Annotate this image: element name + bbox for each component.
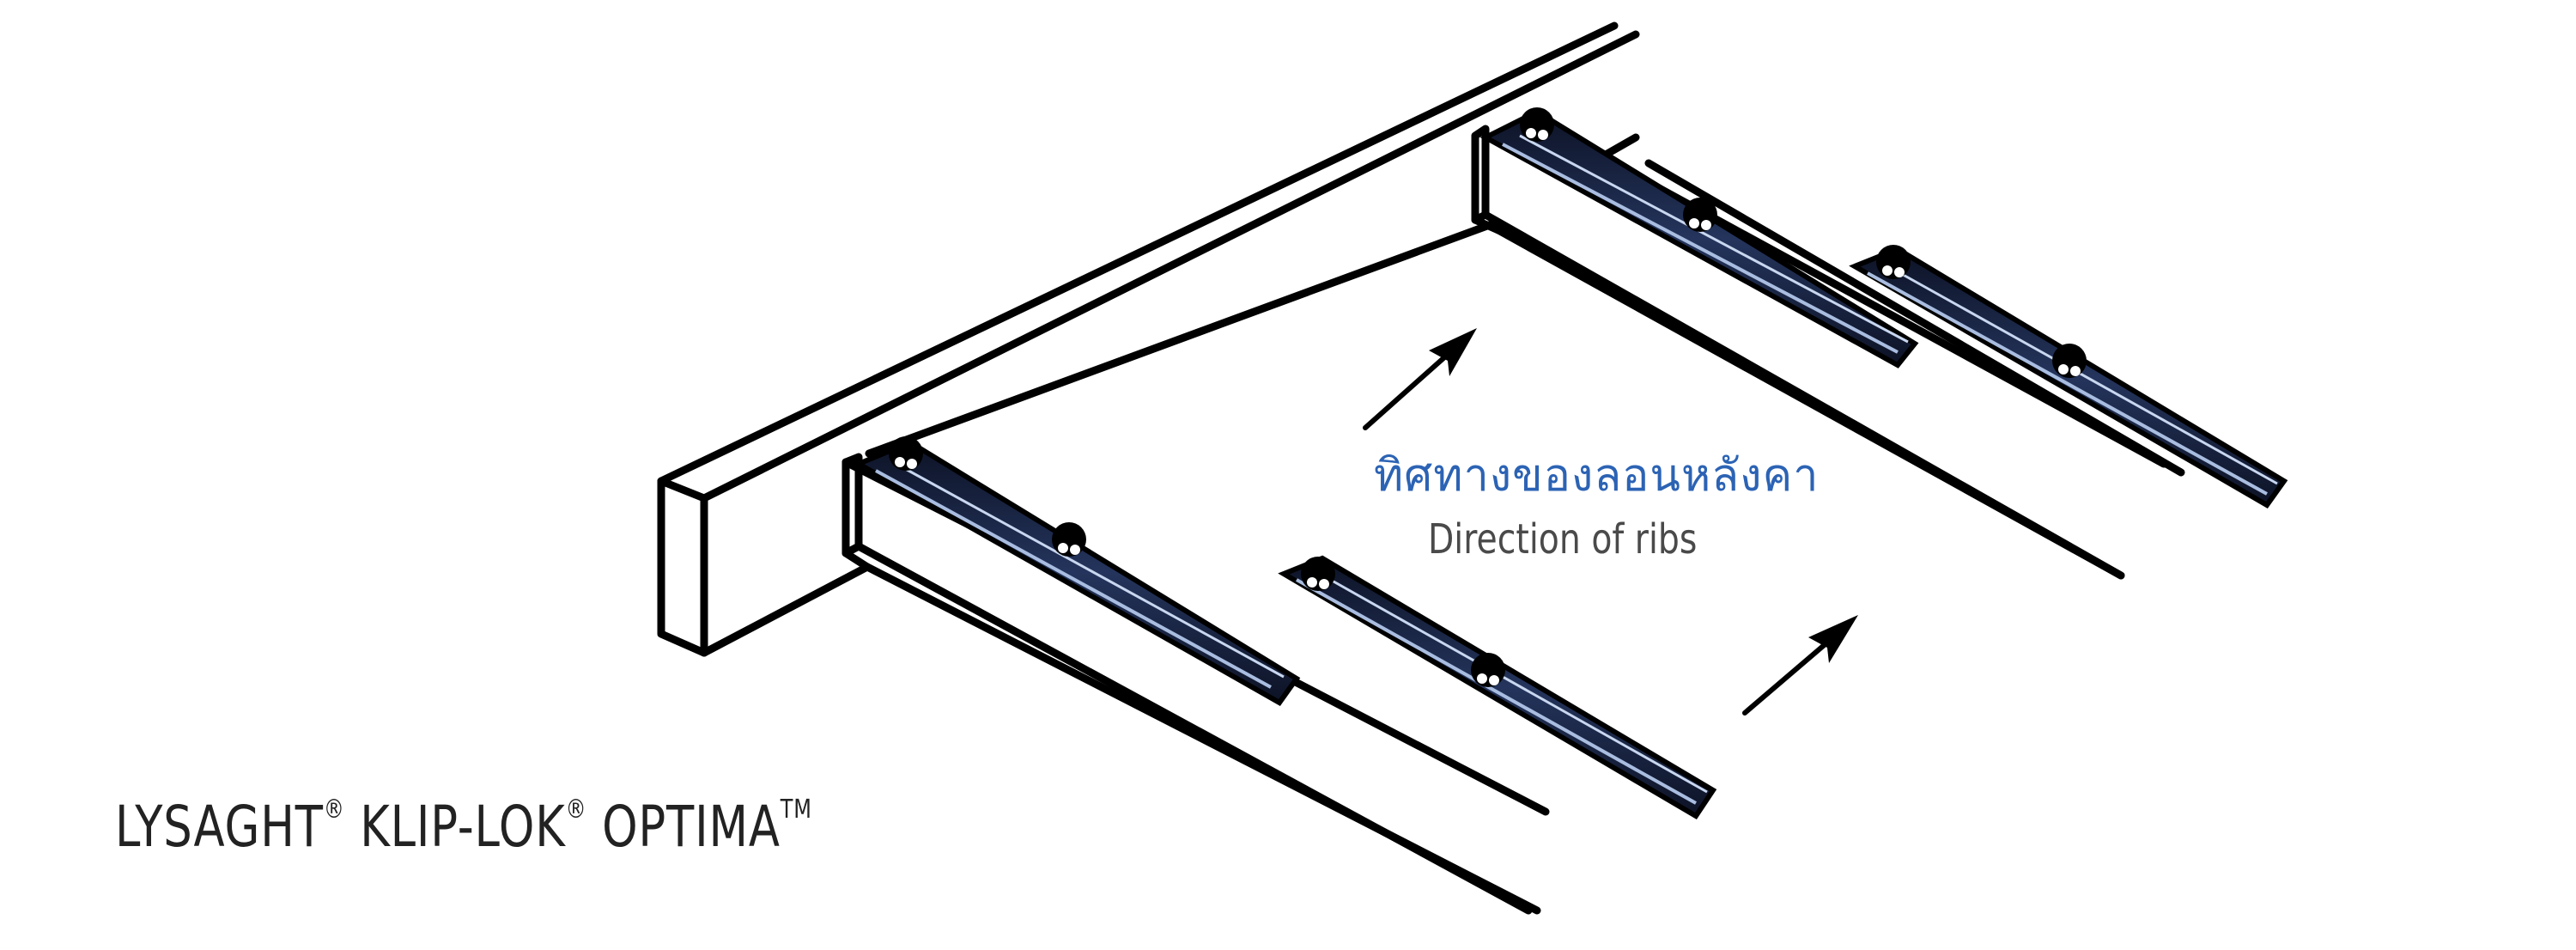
rib-direction-arrow-lower (1742, 615, 1858, 716)
trademark-icon: TM (780, 795, 812, 825)
sheet-middle (1278, 555, 1717, 820)
clip-icon (1520, 107, 1554, 142)
clip-icon (889, 436, 923, 471)
clip-icon (1876, 245, 1911, 279)
product-brand-label: LYSAGHT® KLIP-LOK® OPTIMATM (115, 797, 812, 856)
clip-icon (1301, 557, 1335, 591)
main-beam (657, 21, 1640, 657)
english-direction-label: Direction of ribs (1428, 515, 1698, 563)
registered-mark-icon: ® (323, 795, 345, 825)
clip-icon (2052, 344, 2087, 378)
rib-direction-arrow-upper (1363, 328, 1477, 430)
brand-lysaght: LYSAGHT (115, 794, 324, 860)
registered-mark-icon: ® (565, 795, 587, 825)
thai-direction-label: ทิศทางของลอนหลังคา (1374, 450, 1820, 502)
sheet-right-upper (1479, 108, 1919, 368)
purlin-front (841, 219, 1550, 915)
clip-icon (1683, 198, 1717, 232)
clips (889, 107, 2087, 687)
brand-optima: OPTIMA (602, 794, 781, 860)
clip-icon (1471, 653, 1505, 687)
brand-klip-lok: KLIP-LOK (360, 794, 566, 860)
clip-icon (1052, 522, 1086, 557)
